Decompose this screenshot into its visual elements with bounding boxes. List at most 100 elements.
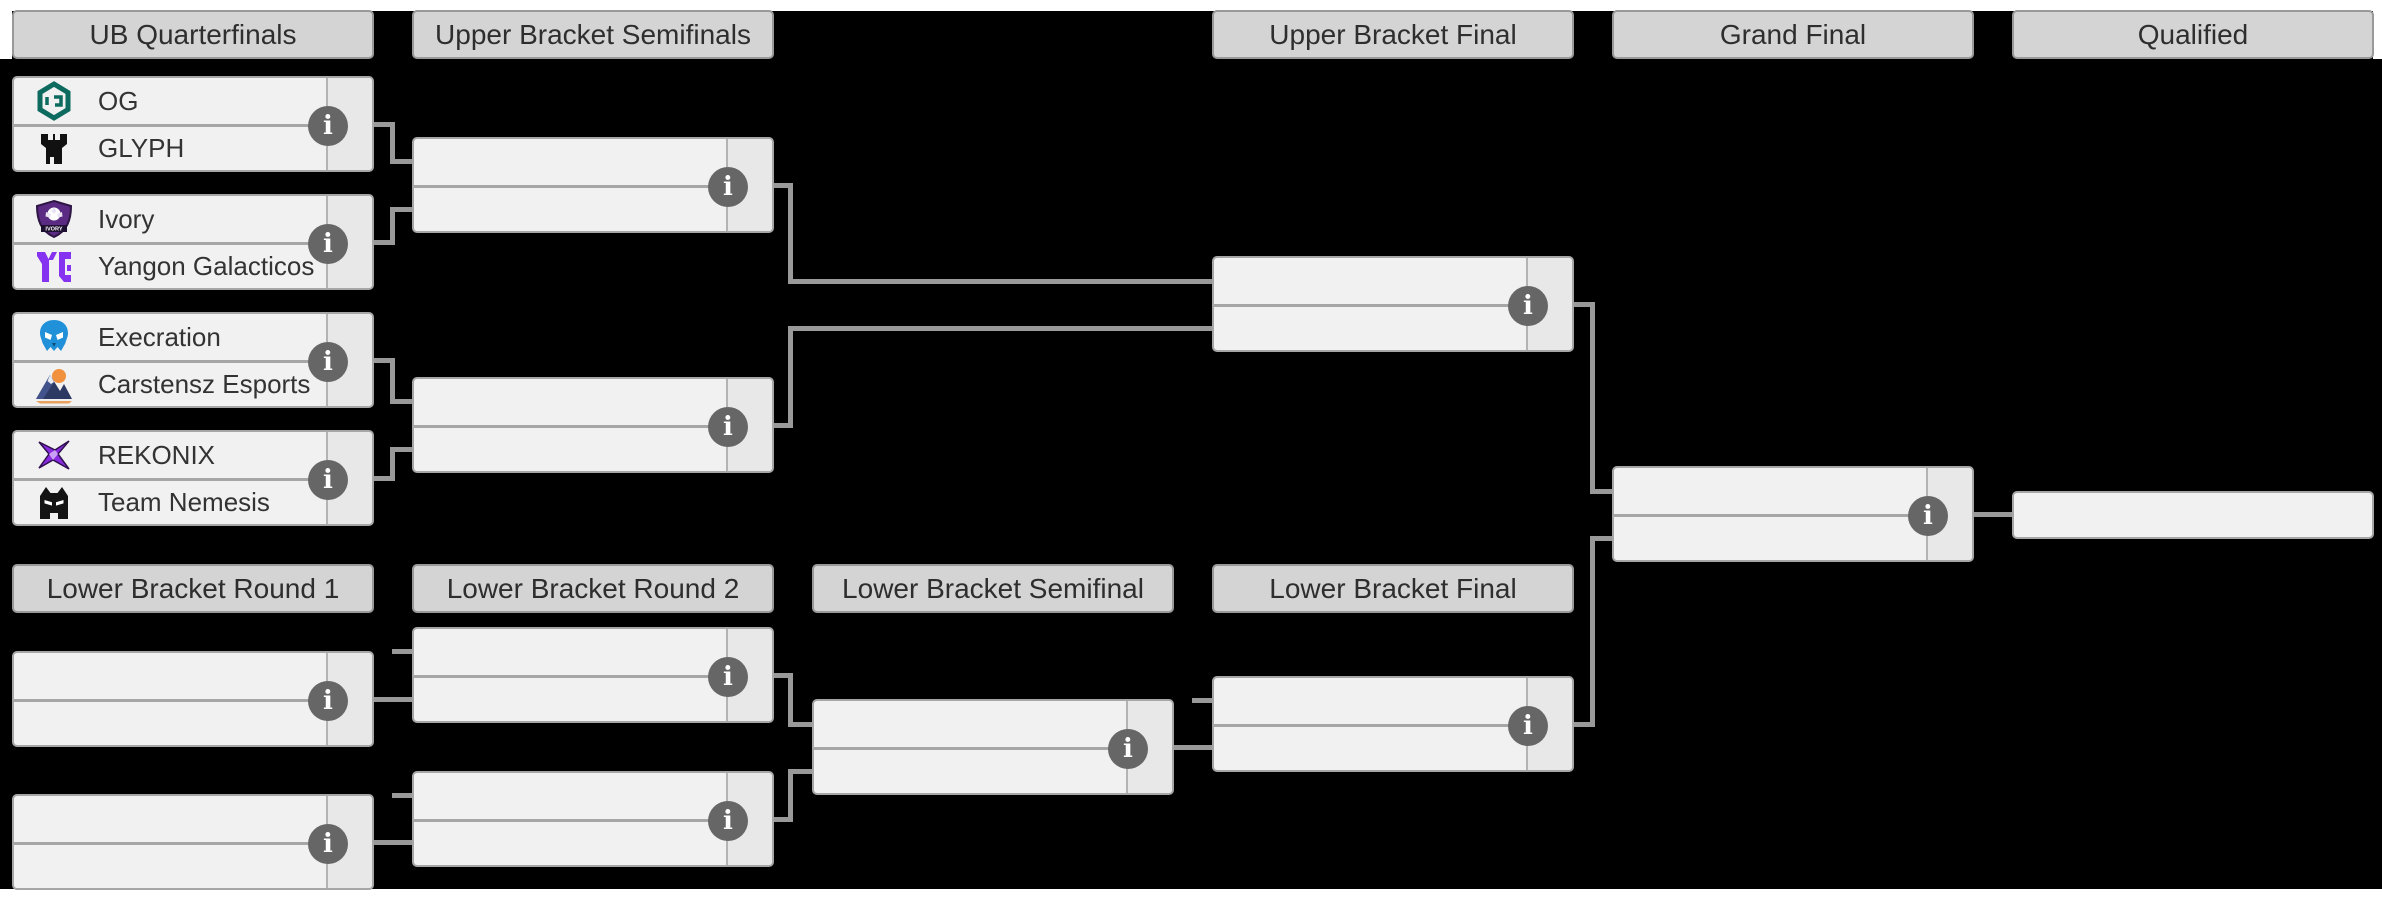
info-icon[interactable]: i: [1508, 286, 1548, 326]
team-row-rekonix[interactable]: REKONIX: [14, 432, 372, 478]
info-icon[interactable]: i: [308, 681, 348, 721]
info-icon[interactable]: i: [708, 167, 748, 207]
team-row-empty: [414, 819, 772, 865]
info-icon[interactable]: i: [708, 407, 748, 447]
info-icon[interactable]: i: [308, 460, 348, 500]
team-row-empty: [414, 425, 772, 471]
bracket-connector: [372, 696, 412, 702]
bracket-connector: [1572, 301, 1592, 307]
round-header-ub-final: Upper Bracket Final: [1212, 10, 1574, 59]
team-row-glyph[interactable]: GLYPH: [14, 124, 372, 170]
match-ubf: i: [1212, 256, 1574, 352]
qualified-slot: [2012, 491, 2374, 539]
team-row-carstensz[interactable]: Carstensz Esports: [14, 360, 372, 406]
bracket-connector: [787, 325, 793, 428]
svg-text:IVORY: IVORY: [45, 227, 62, 233]
team-nemesis-logo: [40, 486, 68, 519]
team-row-og[interactable]: OG: [14, 78, 372, 124]
match-lbr2m1: i: [412, 627, 774, 723]
bracket-connector: [1572, 721, 1592, 727]
ivory-logo: IVORY: [35, 199, 73, 239]
round-header-ub-quarterfinals: UB Quarterfinals: [12, 10, 374, 59]
team-name[interactable]: REKONIX: [98, 439, 216, 470]
bracket-connector: [1589, 535, 1595, 727]
match-lbr2m2: i: [412, 771, 774, 867]
round-header-ub-semifinals: Upper Bracket Semifinals: [412, 10, 774, 59]
team-row-ivory[interactable]: IVORY Ivory: [14, 196, 372, 242]
match-lbr1m1: i: [12, 651, 374, 747]
bracket-connector: [787, 672, 793, 727]
info-icon[interactable]: i: [1908, 496, 1948, 536]
bracket-connector: [1192, 697, 1212, 703]
bracket-connector: [772, 816, 790, 822]
team-name[interactable]: Yangon Galacticos: [98, 251, 315, 281]
bracket-connector: [389, 357, 395, 404]
team-row-empty: [1214, 724, 1572, 770]
team-row-empty: [414, 675, 772, 721]
round-header-lb-round-2: Lower Bracket Round 2: [412, 564, 774, 613]
team-row-empty: [1614, 514, 1972, 560]
glyph-logo: [41, 133, 67, 164]
yangon-galacticos-logo: [37, 251, 71, 282]
match-gf: i: [1612, 466, 1974, 562]
bracket-connector: [772, 672, 790, 678]
bracket-connector: [372, 121, 392, 127]
og-logo: [37, 81, 71, 121]
team-name[interactable]: OG: [98, 85, 139, 116]
info-icon[interactable]: i: [308, 342, 348, 382]
team-name[interactable]: Carstensz Esports: [98, 369, 311, 399]
match-ubqf1: OG GLYPH i: [12, 76, 374, 172]
info-icon[interactable]: i: [1108, 729, 1148, 769]
round-header-qualified: Qualified: [2012, 10, 2374, 59]
bracket-connector: [772, 182, 790, 188]
team-name[interactable]: Team Nemesis: [98, 487, 270, 517]
bracket-connector: [392, 206, 412, 212]
bracket-connector: [372, 839, 412, 845]
match-lbr1m2: i: [12, 794, 374, 890]
info-icon[interactable]: i: [308, 824, 348, 864]
rekonix-logo: [38, 440, 70, 470]
team-row-execration[interactable]: Execration: [14, 314, 372, 360]
bracket-connector: [1172, 744, 1212, 750]
bracket-connector: [1972, 511, 2012, 517]
info-icon[interactable]: i: [308, 106, 348, 146]
bracket-connector: [389, 446, 395, 481]
info-icon[interactable]: i: [708, 801, 748, 841]
match-ubsf2: i: [412, 377, 774, 473]
info-icon[interactable]: i: [708, 657, 748, 697]
bracket-connector: [392, 446, 412, 452]
bracket-connector: [389, 206, 395, 245]
bracket-connector: [790, 325, 1212, 331]
team-row-empty: [1214, 304, 1572, 350]
bracket-connector: [392, 648, 412, 654]
team-name[interactable]: Ivory: [98, 203, 155, 234]
match-ubsf1: i: [412, 137, 774, 233]
team-row-empty: [14, 842, 372, 888]
team-row-yangon[interactable]: Yangon Galacticos: [14, 242, 372, 288]
bracket-connector: [787, 768, 793, 822]
match-lbsf: i: [812, 699, 1174, 795]
bracket-connector: [790, 721, 812, 727]
bracket-connector: [372, 239, 392, 245]
info-icon[interactable]: i: [308, 224, 348, 264]
team-name[interactable]: GLYPH: [98, 133, 185, 163]
bracket-connector: [1592, 488, 1612, 494]
team-row-nemesis[interactable]: Team Nemesis: [14, 478, 372, 524]
team-row-empty: [414, 185, 772, 231]
match-lbf: i: [1212, 676, 1574, 772]
bracket-connector: [1589, 301, 1595, 494]
round-header-lb-semifinal: Lower Bracket Semifinal: [812, 564, 1174, 613]
bracket-connector: [392, 398, 412, 404]
info-icon[interactable]: i: [1508, 706, 1548, 746]
bracket-connector: [1592, 535, 1612, 541]
round-header-lb-final: Lower Bracket Final: [1212, 564, 1574, 613]
bracket-connector: [787, 182, 793, 284]
bracket-connector: [372, 357, 392, 363]
round-header-lb-round-1: Lower Bracket Round 1: [12, 564, 374, 613]
execration-logo: [40, 320, 68, 351]
team-name[interactable]: Execration: [98, 321, 221, 352]
page-margin: [2373, 11, 2382, 59]
